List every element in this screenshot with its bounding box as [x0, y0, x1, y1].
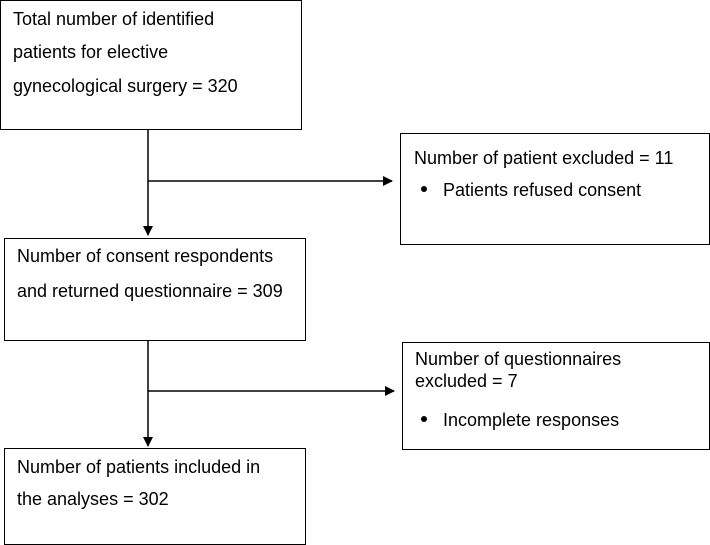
box-identified-patients: Total number of identified patients for … — [0, 0, 302, 130]
box-excluded-patients: Number of patient excluded = 11 Patients… — [400, 133, 710, 245]
box1-line-2: patients for elective — [13, 42, 169, 62]
box3-line-1: Number of patients included in — [17, 457, 261, 477]
box1-line-3: gynecological surgery = 320 — [13, 76, 238, 96]
box1-line-1: Total number of identified — [13, 9, 215, 29]
box-included-patients: Number of patients included in the analy… — [4, 448, 306, 545]
box-excluded-questionnaires: Number of questionnaires excluded = 7 In… — [402, 342, 710, 450]
box2-line-1: Number of consent respondents — [17, 246, 274, 266]
box-consent-respondents: Number of consent respondents and return… — [4, 238, 306, 341]
excluded2-bullet-text: Incomplete responses — [443, 410, 620, 430]
excluded1-bullet-text: Patients refused consent — [443, 180, 642, 200]
box3-line-2: the analyses = 302 — [17, 489, 169, 509]
box2-line-2: and returned questionnaire = 309 — [17, 281, 283, 301]
bullet-dot-icon — [421, 416, 427, 423]
excluded2-bullet: Incomplete responses — [421, 410, 619, 431]
excluded2-line-2: excluded = 7 — [415, 371, 518, 391]
excluded1-bullet: Patients refused consent — [421, 180, 641, 201]
excluded1-title: Number of patient excluded = 11 — [414, 148, 674, 168]
excluded2-line-1: Number of questionnaires — [415, 349, 622, 369]
bullet-dot-icon — [421, 186, 427, 193]
